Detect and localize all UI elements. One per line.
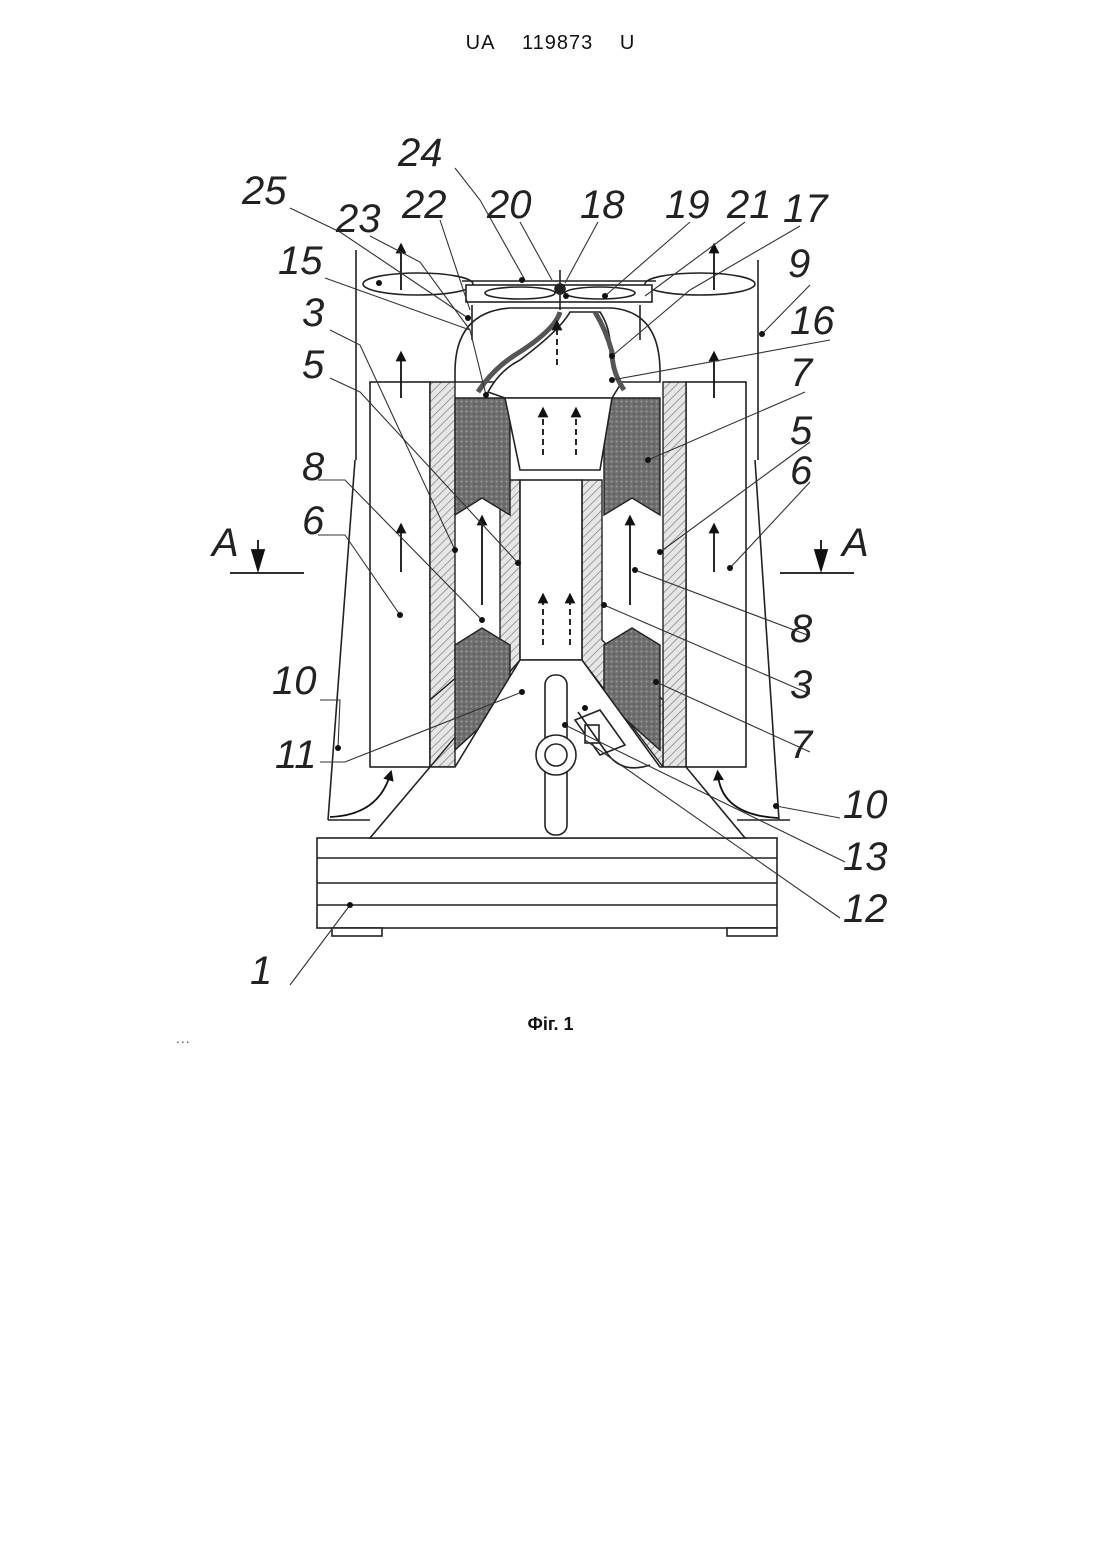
ref-label-19: 19 [665, 183, 710, 227]
ref-label-5-right: 5 [790, 409, 813, 453]
ref-label-10-right: 10 [843, 783, 888, 827]
ref-label-7-top: 7 [790, 351, 814, 395]
ref-label-17: 17 [783, 187, 829, 231]
ref-label-23: 23 [335, 197, 381, 241]
figure-caption: Фіг. 1 [0, 1014, 1101, 1035]
ref-label-13: 13 [843, 835, 888, 879]
ref-label-8-left: 8 [302, 445, 325, 489]
ref-label-6-left: 6 [302, 499, 325, 543]
section-label-a-left: A [210, 521, 239, 565]
ref-label-8-right: 8 [790, 607, 813, 651]
ref-label-21: 21 [726, 183, 772, 227]
ref-label-7-bottom: 7 [790, 723, 814, 767]
base-plate [317, 838, 777, 936]
ref-label-11: 11 [275, 733, 317, 777]
ref-label-25: 25 [241, 169, 287, 213]
ref-label-22: 22 [401, 183, 447, 227]
ref-label-6-right: 6 [790, 449, 813, 493]
ref-label-24: 24 [397, 131, 443, 175]
page-ellipsis: ... [176, 1030, 191, 1046]
section-label-a-right: A [840, 521, 869, 565]
ref-label-9: 9 [788, 242, 810, 286]
ref-label-1: 1 [250, 949, 272, 993]
ref-label-3-right: 3 [790, 663, 812, 707]
ref-label-18: 18 [580, 183, 625, 227]
ref-label-5-left: 5 [302, 343, 325, 387]
ref-label-10-left: 10 [272, 659, 317, 703]
ref-label-20: 20 [486, 183, 532, 227]
ref-label-3-left: 3 [302, 291, 324, 335]
ref-label-15: 15 [278, 239, 323, 283]
ref-label-16: 16 [790, 299, 835, 343]
ref-label-12: 12 [843, 887, 888, 931]
